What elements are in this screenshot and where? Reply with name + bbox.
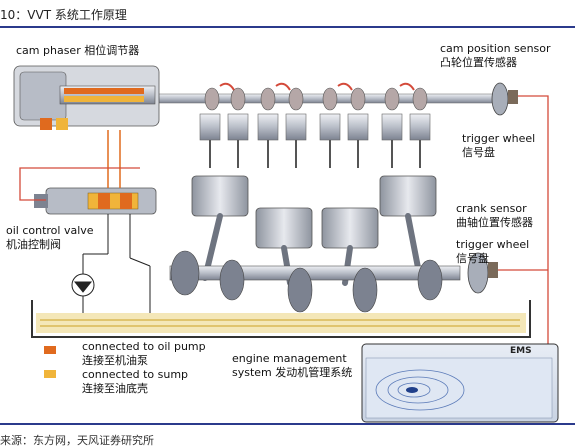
label-ems-system: engine management system 发动机管理系统 (232, 352, 353, 379)
label-ocv-cn: 机油控制阀 (6, 238, 61, 251)
label-crank-sensor-en: crank sensor (456, 202, 527, 215)
engine-illustration (13, 65, 559, 423)
label-oil-control-valve: oil control valve 机油控制阀 (6, 224, 94, 252)
label-trigger-wheel-bottom-cn: 信号盘 (456, 252, 489, 265)
trigger-wheel-top (491, 82, 509, 116)
legend-sump: connected to sump 连接至油底壳 (82, 368, 188, 396)
source-footer: 来源：东方网，天风证券研究所 (0, 434, 154, 447)
figure-caption: 10：VVT 系统工作原理 (0, 8, 127, 22)
cam-phaser-assembly (13, 65, 160, 130)
label-cam-sensor-cn: 凸轮位置传感器 (440, 56, 517, 69)
sensor-wiring (19, 95, 549, 346)
camshaft (149, 82, 496, 111)
valve-stems (209, 140, 421, 168)
legend-sump-en: connected to sump (82, 368, 189, 381)
legend-swatch-pump (44, 346, 56, 354)
label-trigger-wheel-top-en: trigger wheel (462, 132, 536, 145)
pistons (191, 175, 437, 249)
vvt-diagram: cam phaser 相位调节器 cam position sensor 凸轮位… (0, 26, 575, 425)
ems-unit (361, 343, 559, 423)
valves (199, 113, 431, 141)
label-cam-phaser-en: cam phaser (16, 44, 81, 57)
legend-oil-pump-en: connected to oil pump (82, 340, 206, 353)
label-cam-sensor-en: cam position sensor (440, 42, 551, 55)
label-crank-sensor-cn: 曲轴位置传感器 (456, 216, 533, 229)
oil-control-valve (34, 187, 157, 215)
legend-oil-pump: connected to oil pump 连接至机油泵 (82, 340, 206, 368)
label-trigger-wheel-bottom: trigger wheel 信号盘 (456, 238, 529, 266)
legend-swatch-sump (44, 370, 56, 378)
label-ocv-en: oil control valve (6, 224, 94, 237)
legend-sump-cn: 连接至油底壳 (82, 382, 148, 395)
label-trigger-wheel-top-cn: 信号盘 (462, 146, 495, 159)
crankshaft (169, 250, 461, 313)
oil-lines (107, 130, 121, 188)
ems-box-label: EMS (510, 346, 532, 356)
legend-oil-pump-cn: 连接至机油泵 (82, 354, 148, 367)
label-cam-sensor: cam position sensor 凸轮位置传感器 (440, 42, 551, 70)
label-trigger-wheel-top: trigger wheel 信号盘 (462, 132, 535, 160)
label-trigger-wheel-bottom-en: trigger wheel (456, 238, 530, 251)
oil-pump-symbol (71, 214, 151, 313)
label-crank-sensor: crank sensor 曲轴位置传感器 (456, 202, 533, 230)
oil-pan (31, 300, 531, 338)
label-cam-phaser: cam phaser 相位调节器 (16, 44, 139, 58)
crank-sensor-body (488, 262, 498, 278)
label-cam-phaser-cn: 相位调节器 (84, 44, 140, 57)
cam-sensor-body (508, 90, 518, 104)
